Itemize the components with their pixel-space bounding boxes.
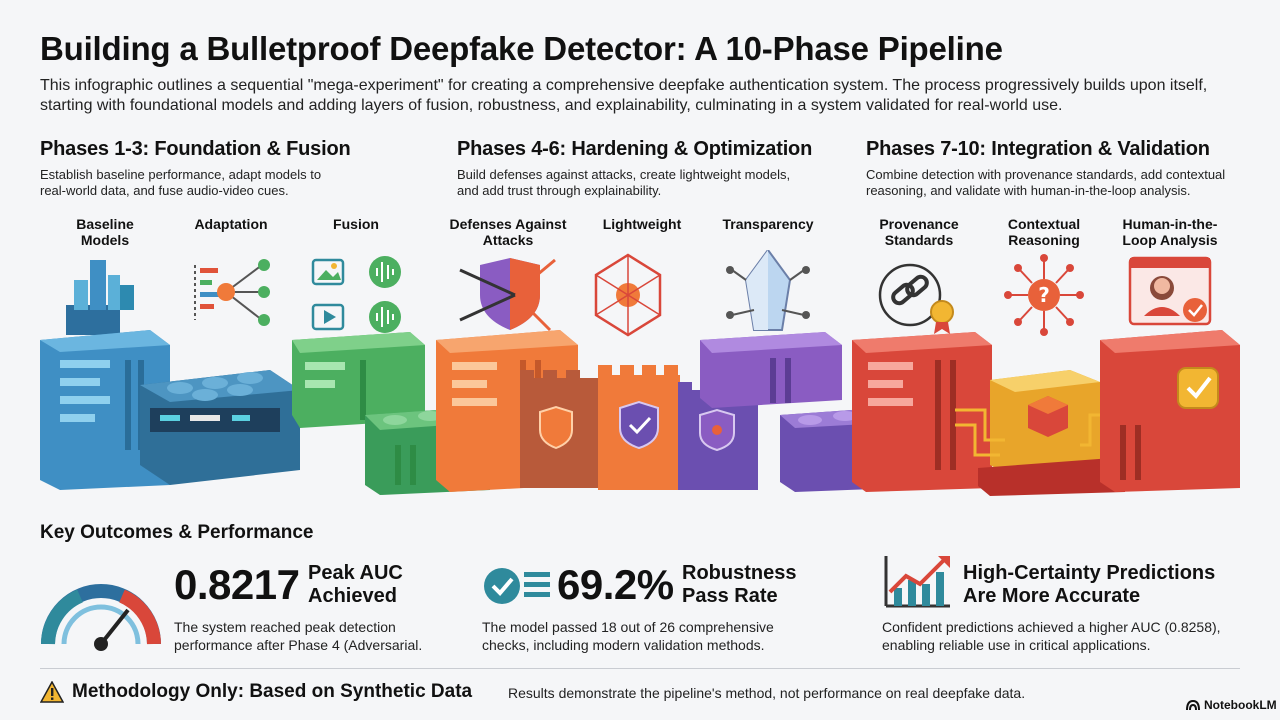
adaptation-brick-block bbox=[140, 370, 300, 485]
pipeline-illustration: ? bbox=[40, 250, 1240, 496]
phase-heading: Phases 7-10: Integration & Validation bbox=[866, 138, 1210, 160]
fusion-media-icon bbox=[311, 256, 401, 333]
phase-heading: Phases 4-6: Hardening & Optimization bbox=[457, 138, 813, 160]
metric-description-high-certainty: Confident predictions achieved a higher … bbox=[882, 619, 1221, 653]
stage-label-lightweight: Lightweight bbox=[602, 216, 682, 232]
phase-description: Combine detection with provenance standa… bbox=[866, 167, 1225, 199]
phase-desc-line: Establish baseline performance, adapt mo… bbox=[40, 167, 322, 182]
checklist-icon bbox=[484, 568, 550, 604]
phase-group-foundation: Phases 1-3: Foundation & Fusion Establis… bbox=[40, 138, 351, 199]
phase-desc-line: reasoning, and validate with human-in-th… bbox=[866, 183, 1191, 198]
lightweight-core-icon bbox=[594, 253, 662, 337]
notebooklm-logo-icon bbox=[1186, 699, 1200, 711]
outcomes-heading: Key Outcomes & Performance bbox=[40, 522, 314, 543]
adaptation-network-icon bbox=[194, 259, 270, 326]
footer-divider bbox=[40, 668, 1240, 669]
phase-group-integration: Phases 7-10: Integration & Validation Co… bbox=[866, 138, 1225, 199]
warning-note: Results demonstrate the pipeline's metho… bbox=[508, 685, 1026, 701]
phase-desc-line: Build defenses against attacks, create l… bbox=[457, 167, 791, 182]
speedometer-gauge-icon bbox=[41, 584, 161, 651]
bar-tower-icon bbox=[66, 260, 134, 335]
phase-group-hardening: Phases 4-6: Hardening & Optimization Bui… bbox=[457, 138, 812, 199]
stage-label-transparency: Transparency bbox=[722, 216, 814, 232]
contextual-gold-block bbox=[955, 370, 1125, 496]
stage-label-fusion: Fusion bbox=[333, 216, 379, 232]
castle-wall-block bbox=[520, 365, 758, 490]
human-loop-building-block bbox=[1100, 330, 1240, 492]
phase-desc-line: Combine detection with provenance standa… bbox=[866, 167, 1226, 182]
phase-description: Establish baseline performance, adapt mo… bbox=[40, 167, 351, 199]
rising-chart-icon bbox=[884, 556, 950, 608]
provenance-building-block bbox=[852, 332, 992, 492]
phase-desc-line: and add trust through explainability. bbox=[457, 183, 662, 198]
methodology-warning: Methodology Only: Based on Synthetic Dat… bbox=[40, 681, 472, 703]
chain-link-badge-icon bbox=[878, 263, 954, 334]
metric-description-robustness: The model passed 18 out of 26 comprehens… bbox=[482, 619, 774, 653]
crystal-transparency-icon bbox=[726, 250, 810, 331]
human-review-icon bbox=[1128, 256, 1212, 326]
shield-attack-icon bbox=[459, 258, 556, 332]
brand-name: NotebookLM bbox=[1204, 698, 1277, 712]
phase-heading: Phases 1-3: Foundation & Fusion bbox=[40, 138, 351, 160]
metric-value-peak-auc: 0.8217 bbox=[174, 561, 300, 608]
brand-mark: NotebookLM bbox=[1186, 698, 1277, 712]
warning-text: Methodology Only: Based on Synthetic Dat… bbox=[72, 681, 473, 702]
metric-value-robustness: 69.2% bbox=[557, 561, 674, 608]
phase-description: Build defenses against attacks, create l… bbox=[457, 167, 812, 199]
baseline-building-block bbox=[40, 330, 170, 490]
intro-text: This infographic outlines a sequential "… bbox=[40, 77, 1208, 114]
svg-text:?: ? bbox=[1038, 283, 1050, 307]
contextual-question-icon: ? bbox=[1004, 254, 1084, 336]
stage-label-adaptation: Adaptation bbox=[194, 216, 268, 232]
phase-desc-line: real-world data, and fuse audio-video cu… bbox=[40, 183, 289, 198]
warning-triangle-icon bbox=[40, 681, 64, 703]
page-title: Building a Bulletproof Deepfake Detector… bbox=[40, 30, 1003, 67]
stage-label-human-in-the-loop: Human-in-the-Loop Analysis bbox=[1122, 216, 1218, 248]
